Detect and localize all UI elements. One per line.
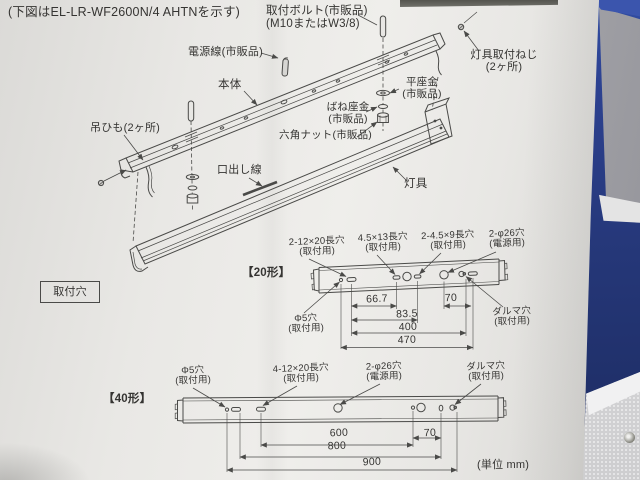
t20-dim-70: 70 xyxy=(444,291,458,305)
t40-label-slot-12x20: 4-12×20長穴 (取付用) xyxy=(272,361,329,385)
fixture-screw-photo xyxy=(624,432,635,443)
t20-dim-400: 400 xyxy=(398,320,418,334)
label-body: 本体 xyxy=(218,79,242,91)
t40-dim-900: 900 xyxy=(362,455,382,469)
t40-label-daruma: ダルマ穴 (取付用) xyxy=(466,360,506,383)
label-spring-washer: ばね座金 (市販品) xyxy=(326,101,370,125)
t40-label-hole-26: 2-φ26穴 (電源用) xyxy=(365,360,403,383)
t20-label-hole-5: Φ5穴 (取付用) xyxy=(288,312,325,335)
type20-heading: 【20形】 xyxy=(242,267,291,279)
t40-dim-70: 70 xyxy=(423,426,437,440)
t20-label-slot-12x20: 2-12×20長穴 (取付用) xyxy=(288,234,345,258)
type40-heading: 【40形】 xyxy=(103,393,152,405)
t20-label-slot-45x9: 2-4.5×9長穴 (取付用) xyxy=(420,228,475,252)
label-fixture: 灯具 xyxy=(404,178,428,190)
unit-note: (単位 mm) xyxy=(477,459,530,471)
t40-label-hole-5: Φ5穴 (取付用) xyxy=(175,364,212,387)
label-strap: 吊ひも(2ヶ所) xyxy=(90,122,161,134)
label-power-cord: 電源線(市販品) xyxy=(188,46,263,58)
label-lead-wire: 口出し線 xyxy=(217,164,262,176)
t20-label-slot-45x13: 4.5×13長穴 (取付用) xyxy=(357,230,408,254)
t40-dim-600: 600 xyxy=(329,426,349,440)
t20-dim-83-5: 83.5 xyxy=(395,307,419,321)
sheet-title: (下図はEL-LR-WF2600N/4 AHTNを示す) xyxy=(8,5,241,19)
type20-drawing xyxy=(303,251,509,351)
t20-dim-470: 470 xyxy=(397,333,417,347)
label-fixture-screw: 灯具取付ねじ (2ヶ所) xyxy=(470,49,538,74)
main-assembly-drawing xyxy=(97,11,478,272)
t20-label-hole-26: 2-φ26穴 (電源用) xyxy=(488,227,526,250)
label-hex-nut: 六角ナット(市販品) xyxy=(279,129,372,141)
t20-label-daruma: ダルマ穴 (取付用) xyxy=(492,305,532,328)
assembly-leader-lines xyxy=(123,14,480,187)
dark-bar xyxy=(400,0,558,7)
type40-drawing xyxy=(174,383,507,473)
t20-dim-66-7: 66.7 xyxy=(365,292,389,306)
label-mounting-bolt: 取付ボルト(市販品) (M10またはW3/8) xyxy=(266,5,368,30)
label-flat-washer: 平座金 (市販品) xyxy=(402,76,442,100)
t40-dim-800: 800 xyxy=(327,439,347,453)
mounting-holes-heading: 取付穴 xyxy=(40,281,100,303)
